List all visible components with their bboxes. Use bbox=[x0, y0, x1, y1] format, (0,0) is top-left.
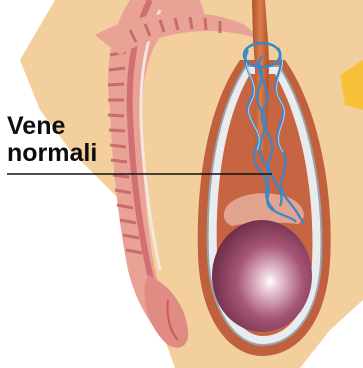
veins-label-line2: normali bbox=[7, 140, 97, 167]
testis bbox=[212, 220, 312, 332]
veins-label: Vene normali bbox=[7, 113, 97, 167]
veins-label-line1: Vene bbox=[7, 113, 97, 140]
